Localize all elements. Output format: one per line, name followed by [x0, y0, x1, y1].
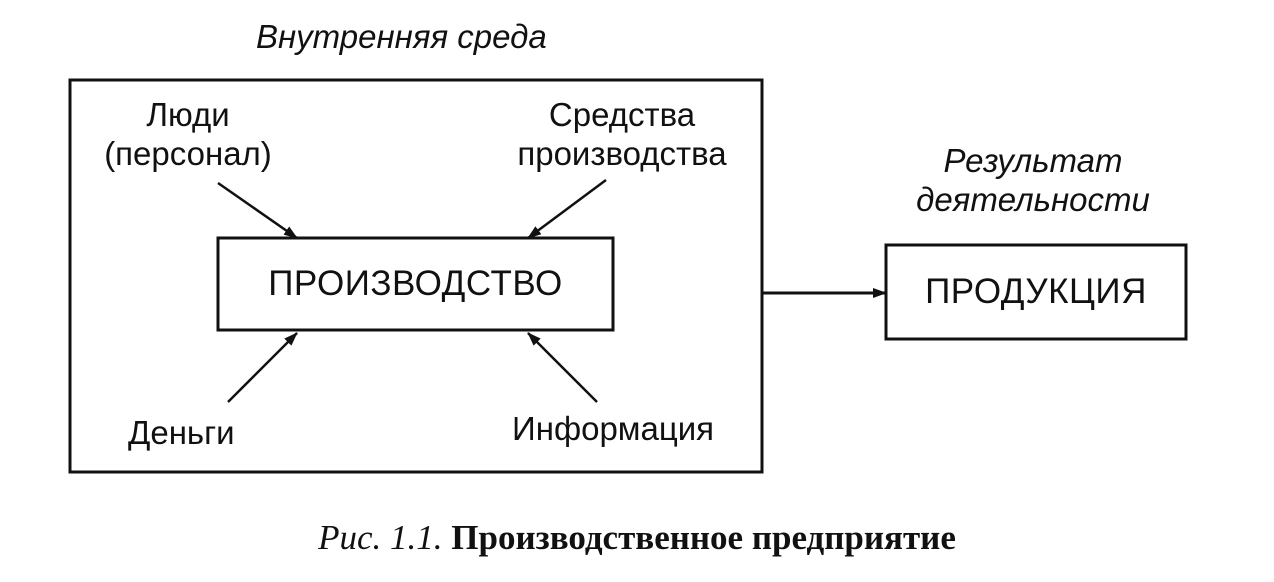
arrow-information-to-production: [527, 332, 598, 403]
inner-environment-title: Внутренняя среда: [256, 18, 547, 55]
production-box-frame: [216, 236, 615, 332]
arrow-people-to-production: [217, 181, 298, 240]
production-box-label: ПРОИЗВОДСТВО: [268, 264, 563, 303]
figure-caption: Рис. 1.1. Производственное предприятие: [0, 518, 1274, 558]
caption-prefix: Рис. 1.1.: [318, 518, 443, 557]
result-label-line2: деятельности: [916, 180, 1150, 218]
means-of-production-label: Средства производства: [496, 96, 748, 174]
product-box-label: ПРОДУКЦИЯ: [925, 272, 1147, 311]
means-label-line2: производства: [517, 134, 727, 172]
people-label: Люди (персонал): [88, 96, 288, 174]
result-label: Результат деятельности: [898, 142, 1168, 220]
means-label-line1: Средства: [548, 96, 696, 133]
caption-title: Производственное предприятие: [451, 518, 956, 557]
arrow-means-to-production: [527, 178, 607, 240]
people-label-line1: Люди: [146, 96, 230, 133]
people-label-line2: (персонал): [104, 134, 272, 172]
information-label: Информация: [512, 410, 715, 447]
inner-environment-frame: [68, 78, 764, 474]
arrow-money-to-production: [227, 332, 298, 403]
result-label-line1: Результат: [943, 142, 1123, 179]
money-label: Деньги: [128, 414, 235, 451]
